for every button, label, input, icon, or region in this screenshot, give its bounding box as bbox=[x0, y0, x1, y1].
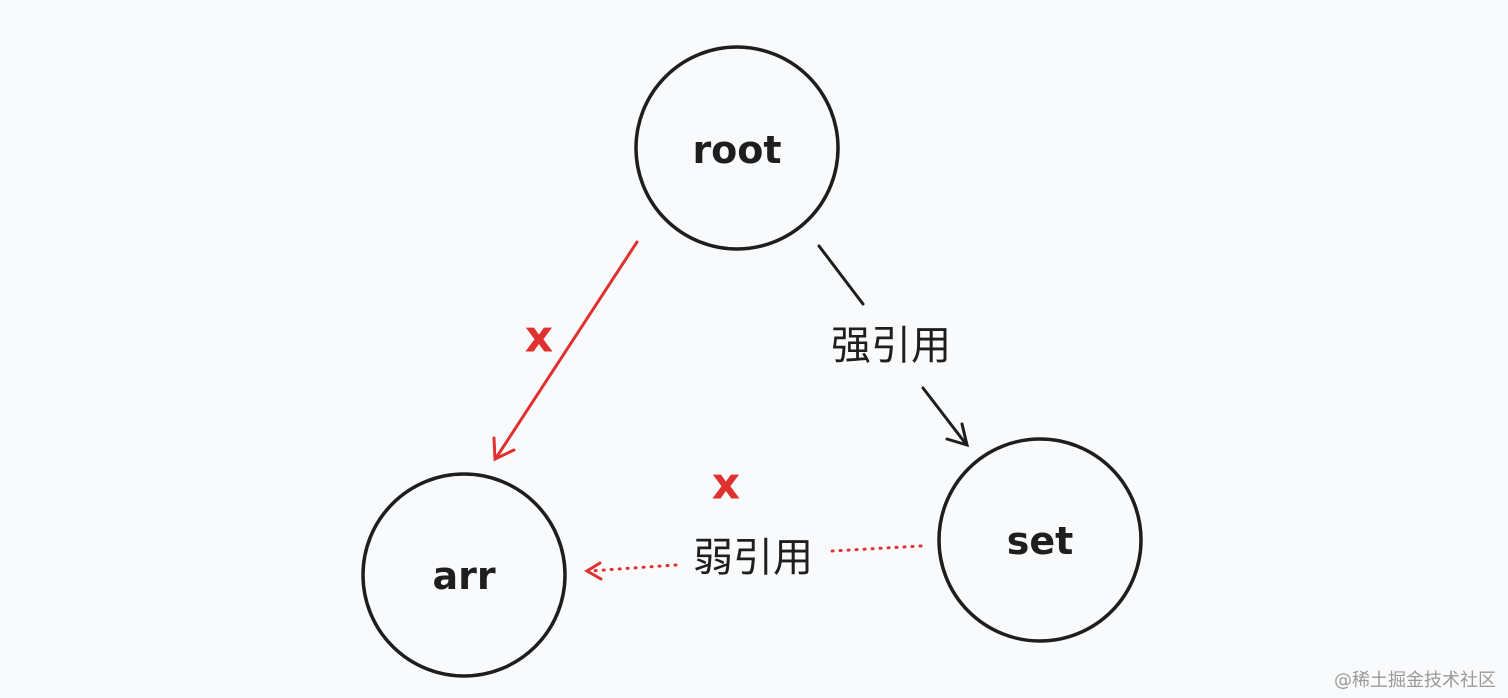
edge-root-set-line-top bbox=[817, 244, 865, 306]
cross-icon: x bbox=[712, 459, 740, 510]
node-root: root bbox=[634, 45, 840, 251]
node-set: set bbox=[937, 437, 1143, 643]
edge-set-arr-line-right bbox=[830, 544, 923, 553]
edge-root-set: 强引用 bbox=[817, 244, 970, 448]
edge-set-arr: 弱引用 x bbox=[584, 459, 923, 581]
edge-root-set-line-bottom bbox=[921, 386, 968, 446]
edge-root-set-arrowhead bbox=[945, 422, 970, 448]
node-arr-circle bbox=[361, 472, 567, 678]
edge-root-arr-line bbox=[494, 240, 639, 460]
node-arr: arr bbox=[361, 472, 567, 678]
strong-reference-label: 强引用 bbox=[831, 323, 951, 369]
node-root-label: root bbox=[692, 128, 781, 172]
edge-root-arr: x bbox=[492, 240, 639, 462]
node-root-circle bbox=[634, 45, 840, 251]
node-set-circle bbox=[937, 437, 1143, 643]
node-set-label: set bbox=[1007, 519, 1074, 563]
edge-set-arr-line-left bbox=[588, 563, 678, 573]
edge-root-arr-arrowhead bbox=[492, 436, 516, 462]
cross-icon: x bbox=[525, 312, 553, 363]
node-arr-label: arr bbox=[432, 554, 495, 598]
watermark: @稀土掘金技术社区 bbox=[1334, 670, 1496, 691]
edge-set-arr-arrowhead bbox=[584, 561, 603, 581]
weak-reference-label: 弱引用 bbox=[693, 535, 813, 581]
